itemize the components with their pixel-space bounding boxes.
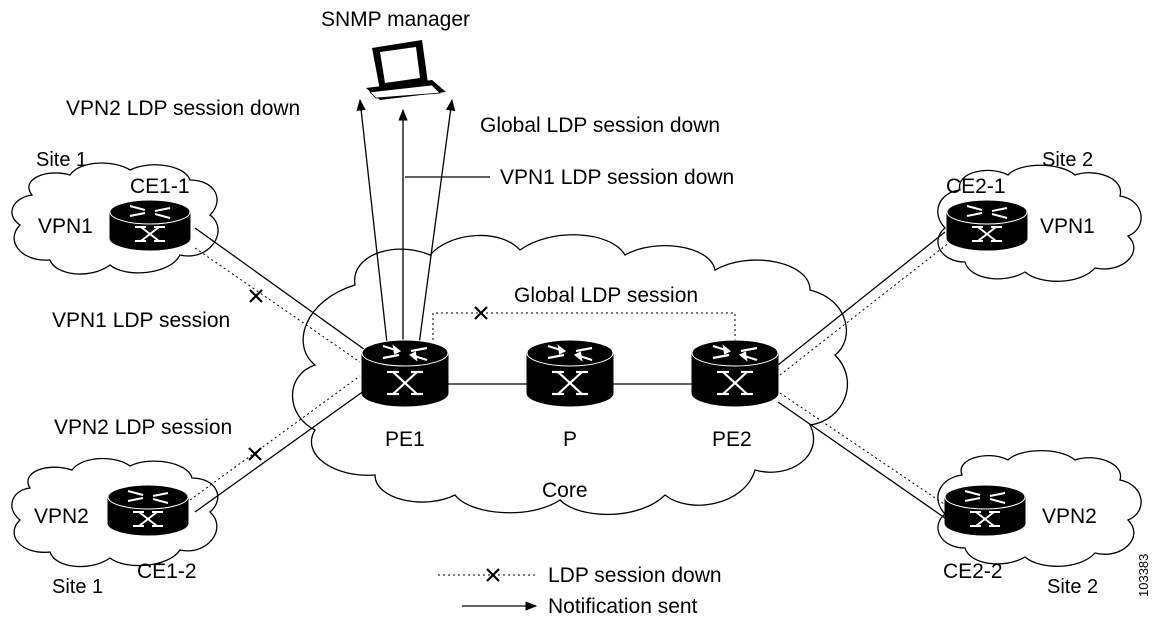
ldp-session-vpn2-right	[779, 392, 951, 509]
site-label-bottom-right: Site 2	[1047, 576, 1098, 598]
vpn-label-top-left: VPN1	[38, 215, 93, 238]
legend-notification-label: Notification sent	[548, 595, 698, 617]
site-label-top-right: Site 2	[1042, 149, 1093, 171]
site-label-top-left: Site 1	[36, 149, 87, 171]
router-label-pe1: PE1	[385, 428, 425, 451]
link-pe2-ce22	[777, 401, 946, 519]
figure-id: 103383	[1136, 554, 1151, 597]
ldp-session-vpn1-left	[194, 247, 361, 363]
ldp-session-vpn2-left	[189, 375, 361, 501]
ldp-session-vpn1-right	[779, 241, 951, 376]
notification-arrow-vpn2	[356, 98, 389, 353]
router-icon-pe2	[690, 338, 780, 408]
session-label-global: Global LDP session	[514, 284, 698, 307]
router-label-pe2: PE2	[712, 428, 752, 451]
router-icon-ce2-2	[944, 484, 1026, 536]
session-down-mark-vpn2	[248, 447, 262, 461]
notification-arrow-global	[417, 98, 456, 353]
workstation-icon	[366, 40, 446, 100]
router-icon-p	[525, 338, 615, 408]
router-icon-ce1-1	[109, 199, 191, 251]
notification-label-vpn2: VPN2 LDP session down	[66, 97, 300, 120]
notification-label-vpn1: VPN1 LDP session down	[500, 166, 734, 189]
notification-label-global: Global LDP session down	[480, 114, 720, 137]
core-label: Core	[542, 479, 588, 502]
session-label-vpn2: VPN2 LDP session	[54, 416, 232, 439]
link-pe2-ce21	[777, 231, 946, 366]
router-label-ce1-2: CE1-2	[137, 560, 197, 583]
session-down-mark-vpn1	[249, 289, 263, 303]
router-label-ce2-2: CE2-2	[943, 560, 1003, 583]
router-label-p: P	[563, 428, 577, 451]
router-icon-ce2-1	[946, 199, 1028, 251]
legend: LDP session down Notification sent	[438, 564, 722, 617]
vpn-label-bottom-left: VPN2	[34, 505, 89, 528]
legend-session-down-label: LDP session down	[548, 564, 722, 587]
legend-session-down-mark	[486, 568, 500, 582]
vpn-label-top-right: VPN1	[1040, 215, 1095, 238]
link-ce12-pe1	[194, 387, 369, 513]
snmp-manager-label: SNMP manager	[321, 8, 470, 31]
router-icon-pe1	[360, 338, 450, 408]
site-label-bottom-left: Site 1	[52, 576, 103, 598]
vpn-label-bottom-right: VPN2	[1042, 505, 1097, 528]
site-cloud-top-right	[937, 164, 1142, 282]
session-label-vpn1: VPN1 LDP session	[52, 309, 230, 332]
link-ce11-pe1	[194, 227, 369, 353]
session-down-mark-global	[474, 306, 488, 320]
site-cloud-bottom-right	[937, 450, 1142, 567]
router-label-ce1-1: CE1-1	[130, 175, 190, 198]
router-icon-ce1-2	[107, 484, 189, 536]
router-label-ce2-1: CE2-1	[946, 175, 1006, 198]
